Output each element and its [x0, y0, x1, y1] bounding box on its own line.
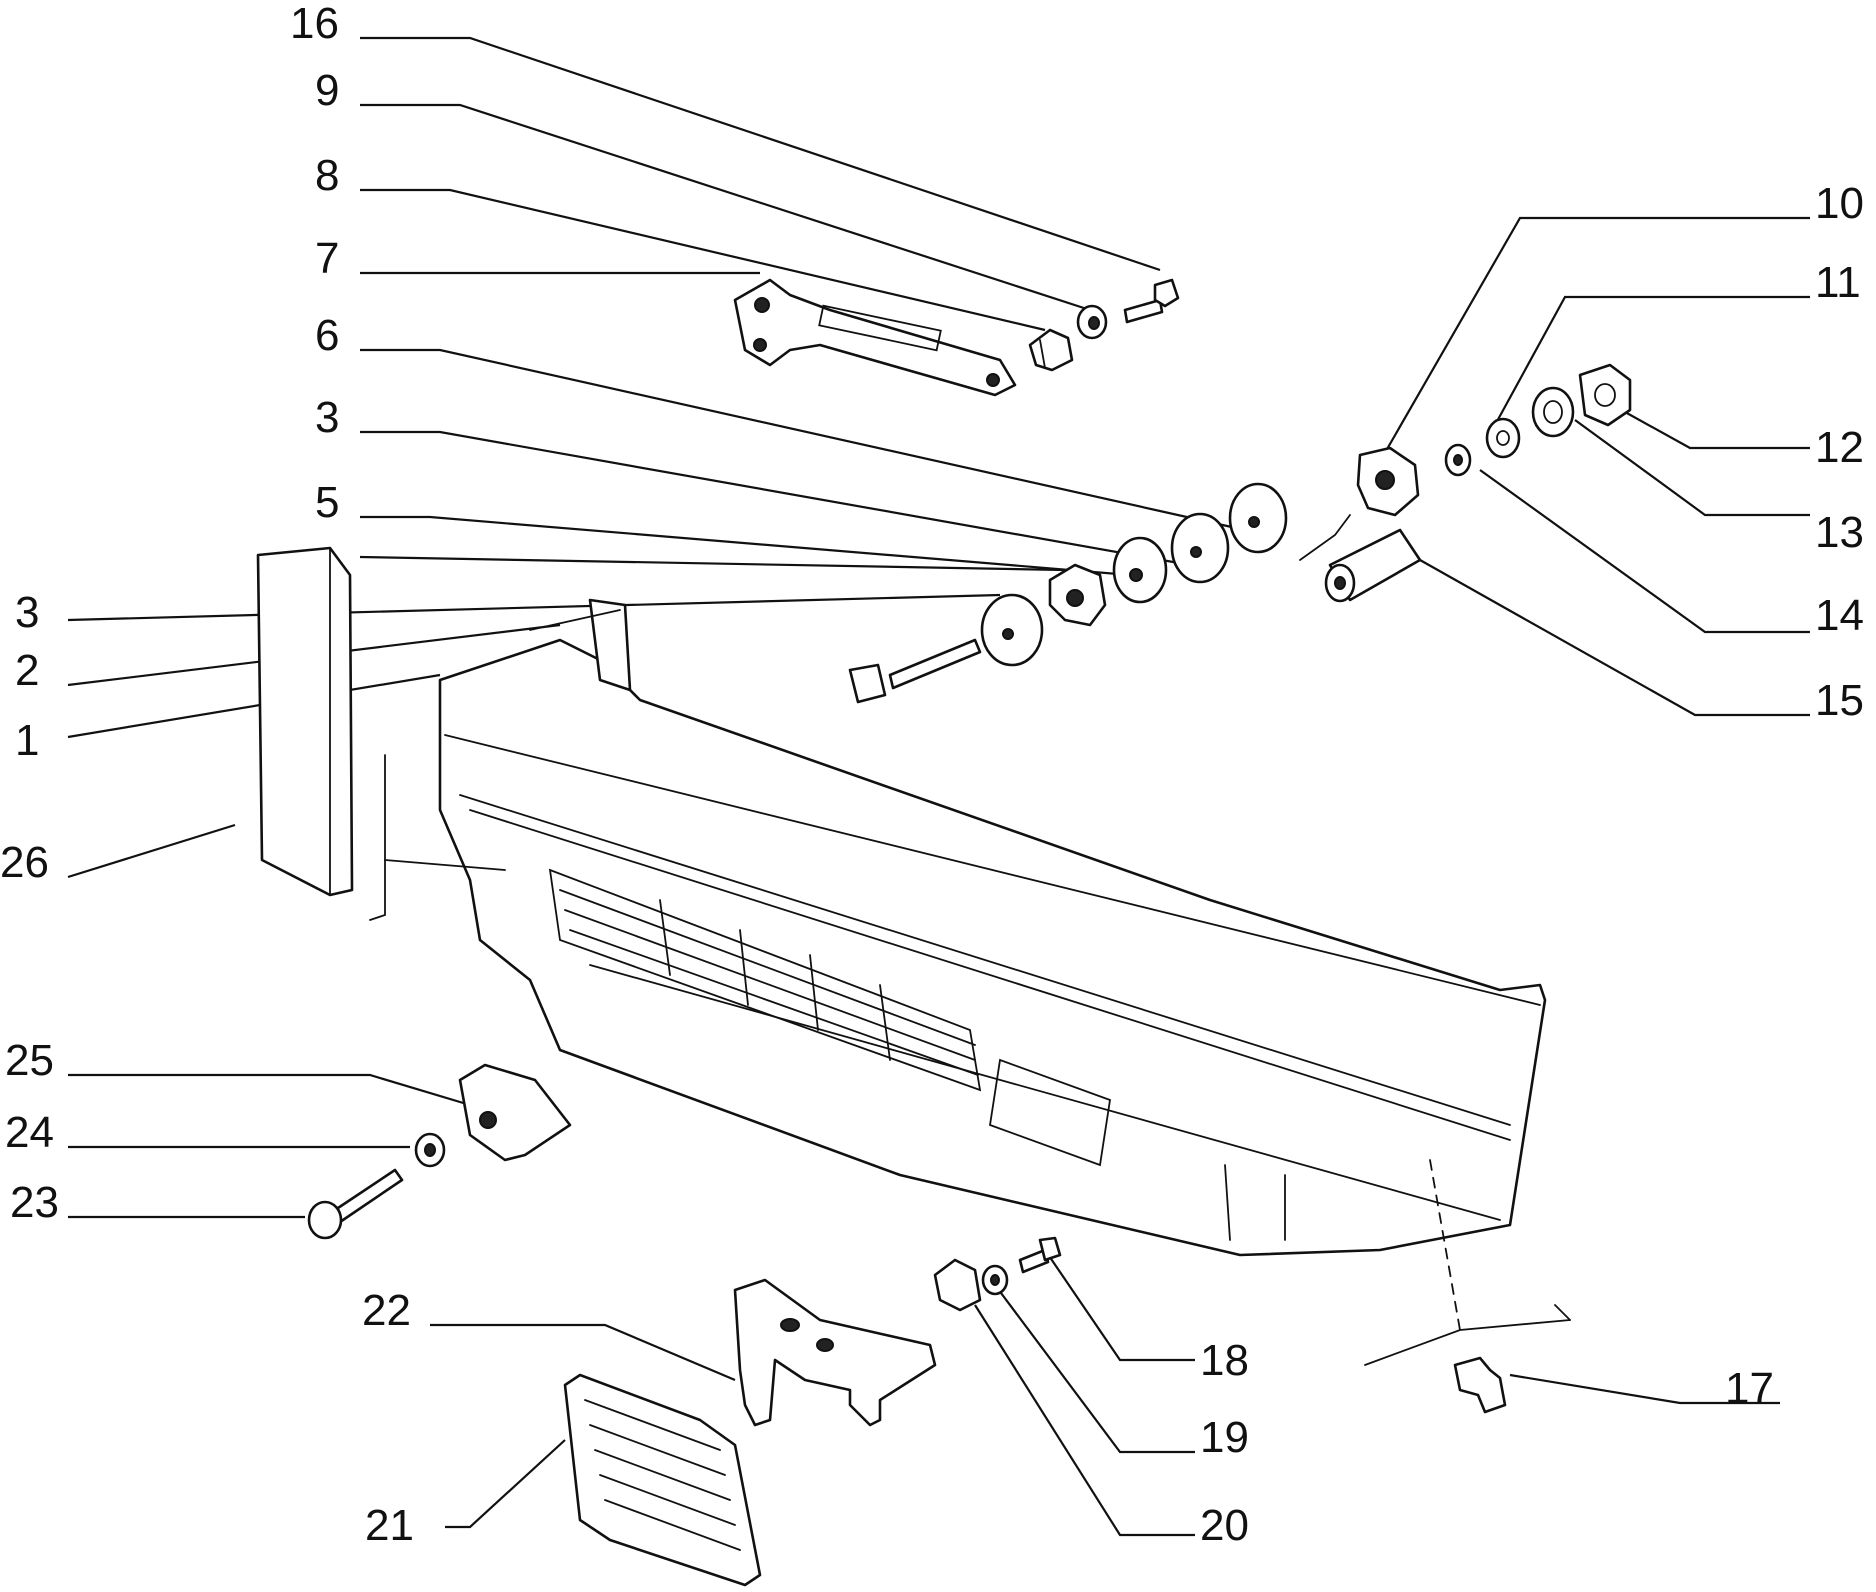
part-23-bolt	[307, 1168, 404, 1240]
part-19-washer	[981, 1264, 1009, 1296]
callout-15: 14	[1815, 591, 1864, 640]
part-20-clip	[933, 1258, 982, 1312]
callout-25: 25	[5, 1036, 54, 1085]
part-8-bolt	[1028, 328, 1074, 372]
part-2-bolt	[848, 638, 982, 704]
part-6-washer	[1228, 482, 1288, 554]
callout-2: 2	[15, 646, 39, 695]
callout-26: 26	[0, 838, 49, 887]
part-14-washer	[1531, 386, 1575, 438]
callout-22: 22	[362, 1286, 411, 1335]
part-10-screw	[1123, 278, 1180, 324]
callout-17: 17	[1725, 1364, 1774, 1413]
part-13-nut	[1578, 363, 1632, 427]
callout-18: 18	[1200, 1336, 1249, 1385]
callout-8: 8	[315, 151, 339, 200]
part-9-washer	[1076, 304, 1108, 340]
callout-1: 1	[15, 716, 39, 765]
callout-7: 7	[315, 234, 339, 283]
callout-9: 9	[315, 66, 339, 115]
part-22-bracket	[733, 1278, 937, 1427]
leader-lines	[67, 36, 1810, 1537]
part-5-bushing	[1112, 536, 1168, 604]
callout-23: 23	[10, 1178, 59, 1227]
part-24-nut	[414, 1132, 446, 1168]
callout-11: 10	[1815, 179, 1864, 228]
part-3-washer-upper	[1170, 512, 1230, 584]
part-21-grille	[563, 1373, 762, 1587]
callout-24: 24	[5, 1108, 54, 1157]
bumper-cover	[369, 598, 1571, 1366]
callout-6: 6	[315, 311, 339, 360]
callout-13: 12	[1815, 423, 1864, 472]
part-3-washer-lower	[980, 593, 1044, 667]
callout-14: 13	[1815, 508, 1864, 557]
callout-3-upper: 3	[315, 393, 339, 442]
part-7-bracket	[733, 278, 1017, 397]
callout-3-lower: 3	[15, 588, 39, 637]
part-26-cover	[256, 546, 354, 897]
part-15-washer	[1444, 443, 1472, 477]
callout-21: 21	[365, 1501, 414, 1550]
part-17-fastener	[1453, 1356, 1507, 1414]
callout-16: 15	[1815, 676, 1864, 725]
callout-10: 16	[290, 0, 339, 48]
part-25-block	[458, 1063, 572, 1162]
part-11-nut	[1356, 446, 1420, 517]
callout-12: 11	[1815, 258, 1861, 307]
part-16-spacer	[1299, 514, 1422, 603]
part-12-nut	[1485, 417, 1521, 459]
callout-5: 5	[315, 478, 339, 527]
callout-20: 20	[1200, 1501, 1249, 1550]
bumper-grille	[548, 868, 1112, 1167]
callout-19: 19	[1200, 1413, 1249, 1462]
part-4-grommet	[1048, 563, 1107, 627]
part-18-screw	[1018, 1236, 1062, 1274]
callout-labels: 16 9 8 7 6 3 5 4 3 2 1 26 25 24 23 22 21…	[0, 0, 1864, 1550]
